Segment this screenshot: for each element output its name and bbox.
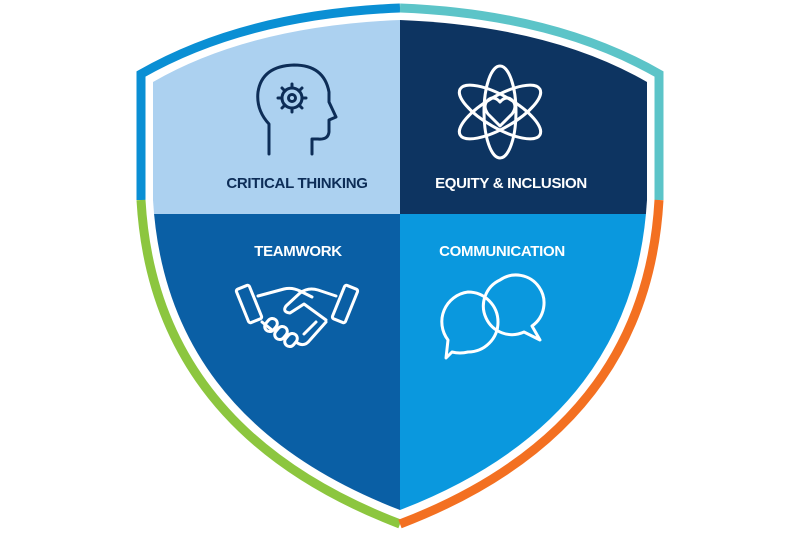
border-top-left (136, 3, 401, 200)
label-equity-inclusion: EQUITY & INCLUSION (435, 175, 587, 192)
atom-heart-icon (457, 64, 543, 160)
border-top-right (399, 3, 664, 200)
handshake-icon (234, 283, 360, 349)
label-critical-thinking: CRITICAL THINKING (226, 175, 367, 192)
head-gear-icon (256, 63, 338, 156)
label-communication: COMMUNICATION (439, 243, 565, 260)
label-teamwork: TEAMWORK (254, 243, 342, 260)
border-bottom-left (136, 199, 402, 529)
chat-bubbles-icon (440, 273, 546, 360)
border-bottom-right (398, 199, 664, 529)
shield-border (136, 3, 664, 529)
